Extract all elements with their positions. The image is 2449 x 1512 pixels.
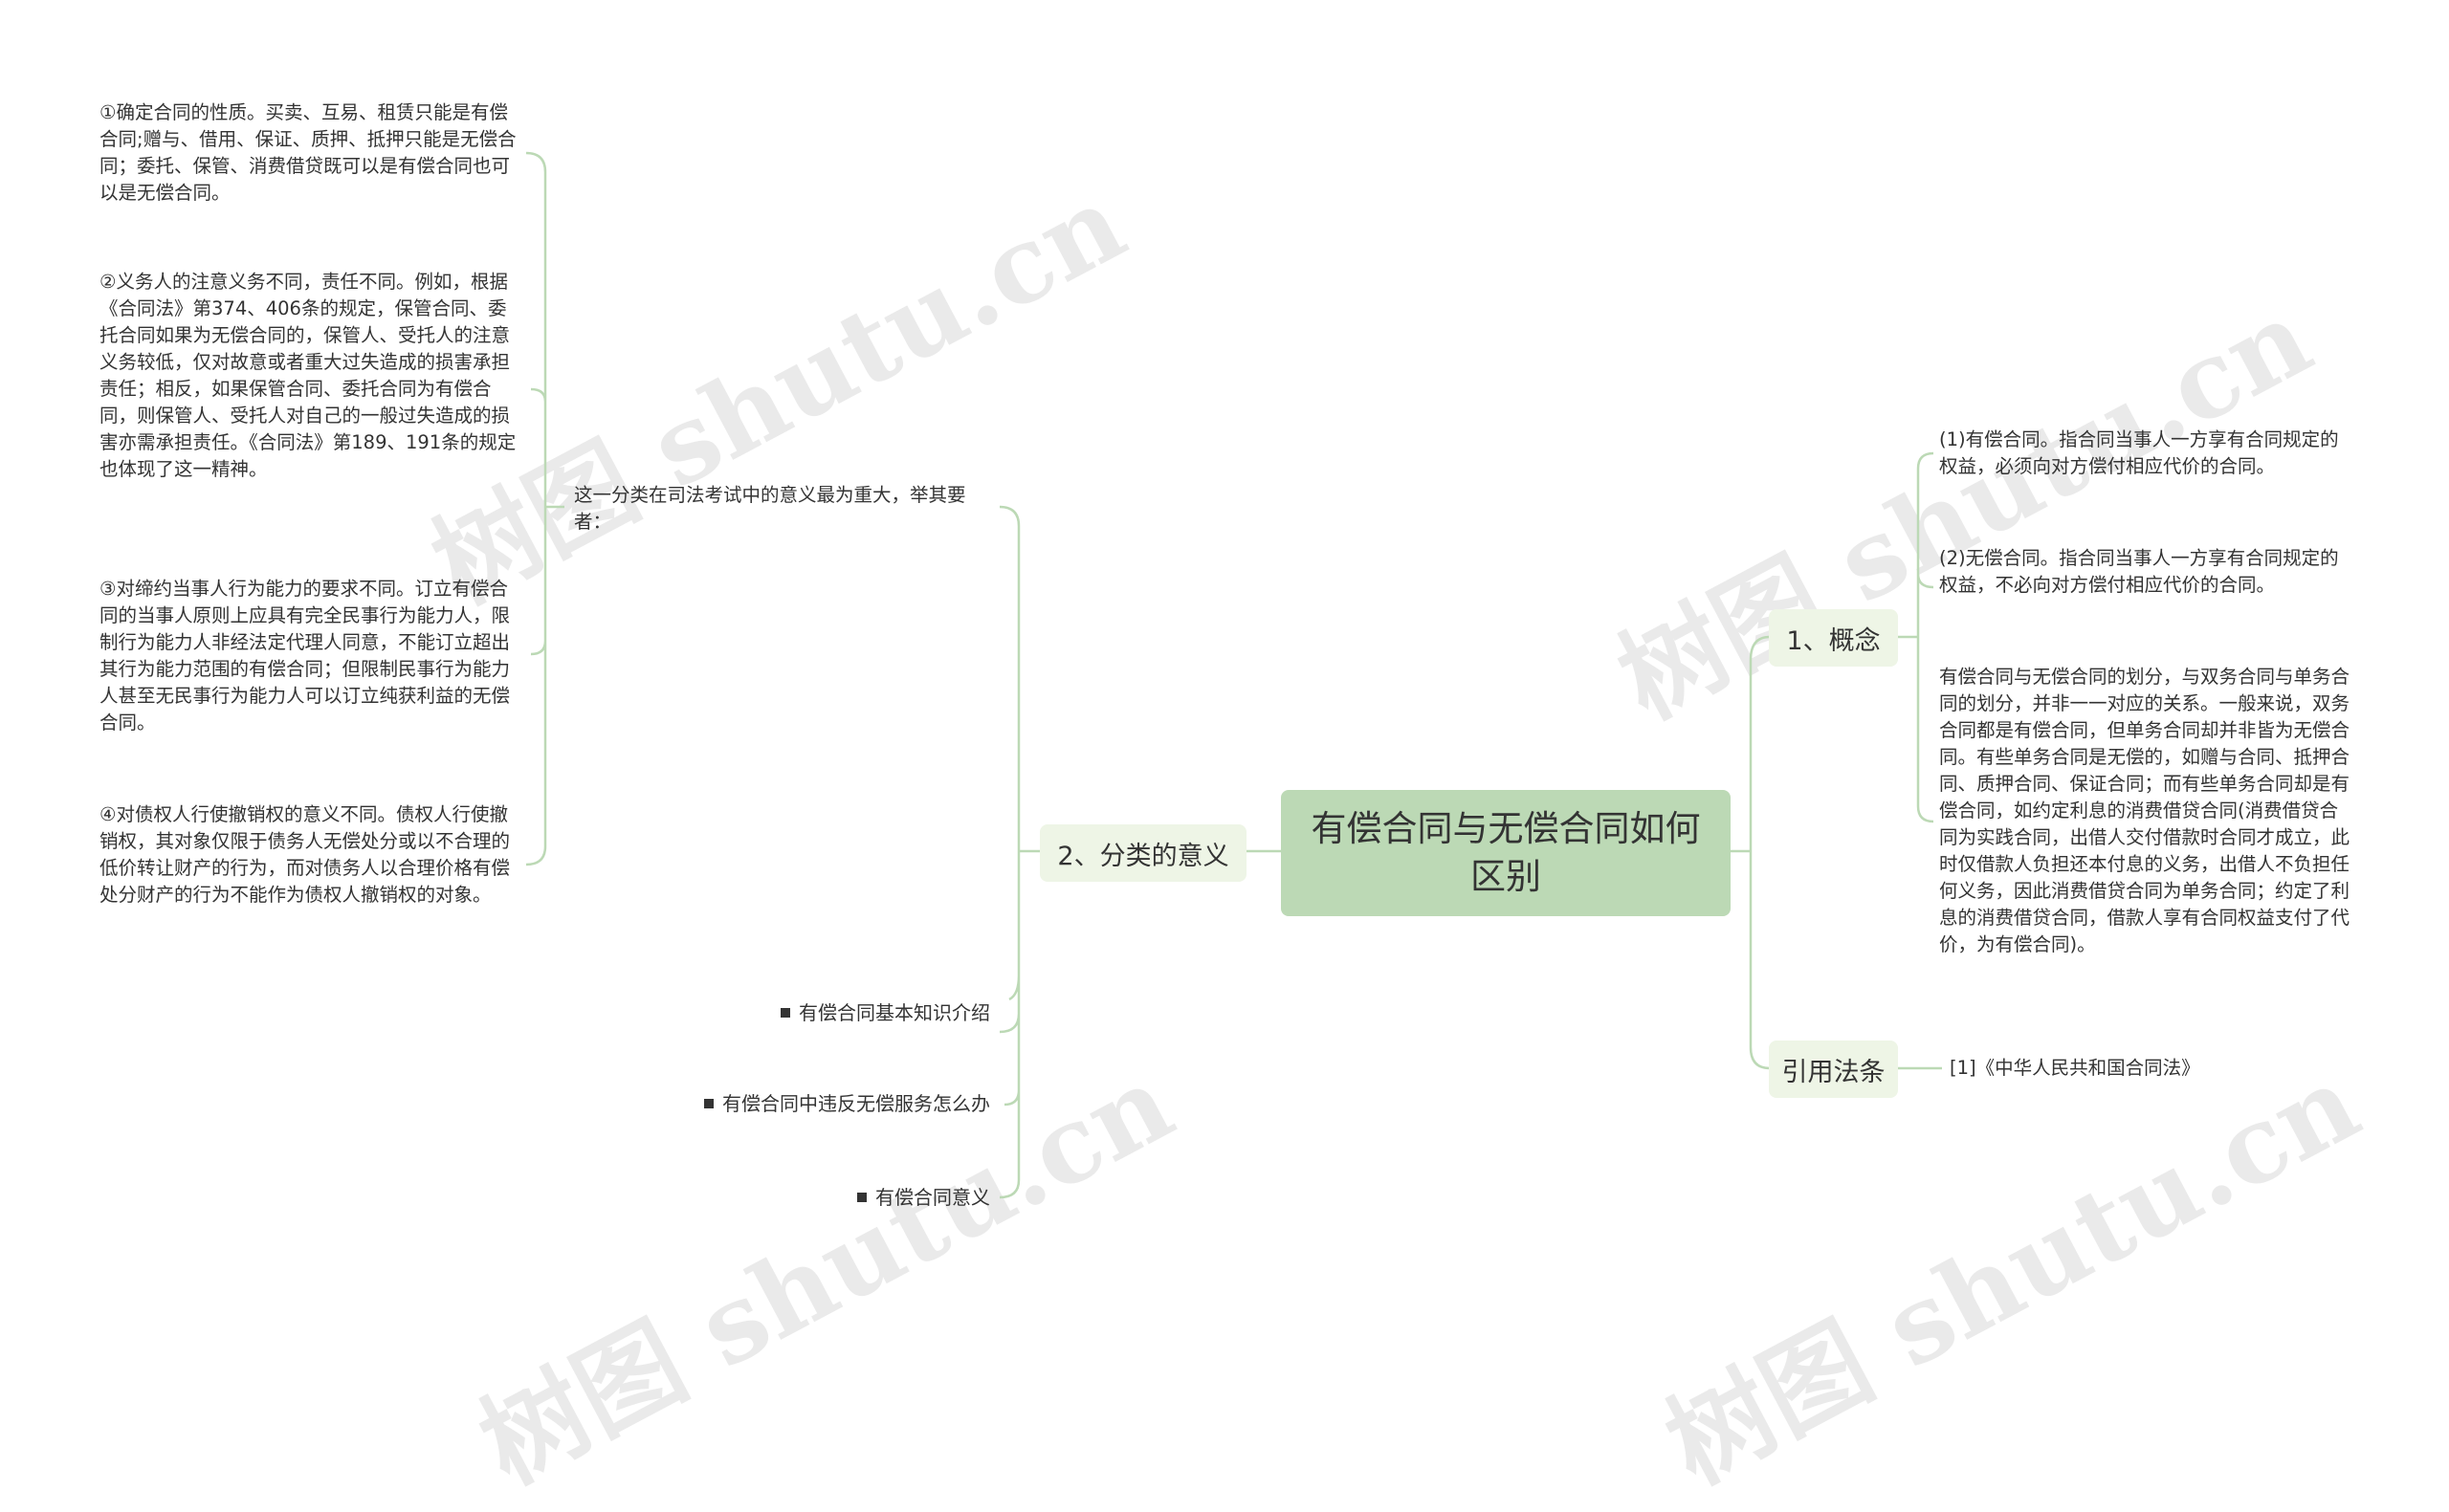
related-link[interactable]: 有偿合同基本知识介绍: [612, 999, 990, 1026]
concept-item-relation: 有偿合同与无偿合同的划分，与双务合同与单务合同的划分，并非一一对应的关系。一般来…: [1939, 666, 2350, 955]
meaning-intro: 这一分类在司法考试中的意义最为重大，举其要者：: [574, 484, 966, 533]
related-link-label: 有偿合同中违反无偿服务怎么办: [722, 1092, 990, 1115]
related-link[interactable]: 有偿合同中违反无偿服务怎么办: [612, 1090, 990, 1117]
branch-law[interactable]: 引用法条: [1769, 1041, 1898, 1098]
branch-meaning-label: 2、分类的意义: [1057, 841, 1229, 871]
meaning-point-1: ①确定合同的性质。买卖、互易、租赁只能是有偿合同;赠与、借用、保证、质押、抵押只…: [99, 101, 517, 204]
branch-law-label: 引用法条: [1781, 1057, 1886, 1087]
related-link-label: 有偿合同基本知识介绍: [799, 1001, 990, 1024]
related-link[interactable]: 有偿合同意义: [612, 1184, 990, 1211]
bullet-icon: [704, 1099, 714, 1108]
connector-left-trunk: [999, 505, 1021, 1199]
bullet-icon: [857, 1193, 867, 1202]
central-topic[interactable]: 有偿合同与无偿合同如何区别: [1281, 790, 1731, 916]
branch-concept[interactable]: 1、概念: [1769, 609, 1898, 667]
connector-concept-items: [1898, 451, 1934, 823]
branch-concept-label: 1、概念: [1786, 625, 1881, 656]
mind-map-canvas: 树图 shutu.cn 树图 shutu.cn 树图 shutu.cn 树图 s…: [99, 101, 2377, 1507]
connector-right-trunk: [1749, 635, 1771, 1070]
bullet-icon: [781, 1008, 790, 1018]
concept-item-free: (2)无偿合同。指合同当事人一方享有合同规定的权益，不必向对方偿付相应代价的合同…: [1939, 547, 2339, 596]
concept-item-paid: (1)有偿合同。指合同当事人一方享有合同规定的权益，必须向对方偿付相应代价的合同…: [1939, 428, 2339, 477]
law-item: [1]《中华人民共和国合同法》: [1950, 1057, 2200, 1079]
connector-intro-points: [525, 151, 564, 866]
branch-meaning[interactable]: 2、分类的意义: [1040, 824, 1247, 882]
meaning-point-3: ③对缔约当事人行为能力的要求不同。订立有偿合同的当事人原则上应具有完全民事行为能…: [99, 578, 511, 734]
related-link-label: 有偿合同意义: [875, 1186, 990, 1209]
central-topic-label: 有偿合同与无偿合同如何区别: [1311, 808, 1701, 897]
meaning-point-2: ②义务人的注意义务不同，责任不同。例如，根据《合同法》第374、406条的规定，…: [99, 271, 517, 480]
connector-lines: [525, 151, 1942, 1199]
meaning-point-4: ④对债权人行使撤销权的意义不同。债权人行使撤销权，其对象仅限于债务人无偿处分或以…: [99, 803, 511, 906]
